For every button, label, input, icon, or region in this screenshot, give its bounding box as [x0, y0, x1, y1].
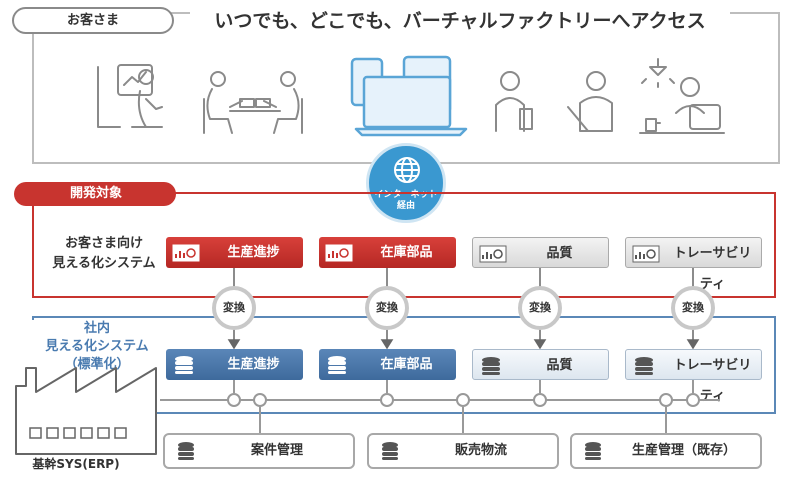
development-tag: 開発対象: [14, 182, 176, 206]
conversion-badge: 変換: [212, 286, 256, 330]
database-icon: [585, 442, 601, 460]
core-system-production-management[interactable]: 生産管理（既存）: [570, 433, 762, 469]
module-label: 在庫部品: [380, 357, 433, 372]
headline: いつでも、どこでも、バーチャルファクトリーへアクセス: [190, 8, 730, 34]
dev-module-production-progress[interactable]: 生産進捗: [166, 237, 303, 268]
dev-module-traceability[interactable]: トレーサビリティ: [625, 237, 762, 292]
bus-node: [456, 393, 470, 407]
core-system-label: 案件管理: [250, 443, 303, 458]
person-with-tablet-icon: [495, 71, 533, 132]
bus-node: [686, 393, 700, 407]
devices-icon: [350, 55, 468, 137]
factory-icon: [15, 367, 157, 455]
customer-label: お客さま: [12, 7, 174, 34]
person-at-home-icon: [639, 58, 725, 134]
internet-label: インターネット 経由: [374, 190, 438, 211]
internal-module-production-progress[interactable]: 生産進捗: [166, 349, 303, 380]
module-label: トレーサビリティ: [673, 246, 752, 292]
database-icon: [328, 356, 346, 374]
module-label: 品質: [546, 246, 573, 261]
globe-icon: [394, 157, 420, 183]
conversion-badge: 変換: [671, 286, 715, 330]
database-icon: [175, 356, 193, 374]
dashboard-icon: [479, 245, 507, 263]
bus-node: [253, 393, 267, 407]
customer-visualization-label: お客さま向け 見える化システム: [52, 236, 156, 271]
core-system-sales-logistics[interactable]: 販売物流: [367, 433, 559, 469]
database-icon: [382, 442, 398, 460]
database-icon: [178, 442, 194, 460]
database-icon: [482, 357, 500, 375]
core-system-label: 生産管理（既存）: [631, 443, 736, 458]
database-icon: [635, 357, 653, 375]
dev-module-quality[interactable]: 品質: [472, 237, 609, 268]
conversion-badge: 変換: [518, 286, 562, 330]
person-with-laptop-icon: [567, 71, 613, 132]
person-on-train-icon: [97, 64, 163, 128]
conversion-badge: 変換: [365, 286, 409, 330]
core-system-label: 販売物流: [454, 443, 507, 458]
dashboard-icon: [325, 244, 353, 262]
core-system-project-management[interactable]: 案件管理: [163, 433, 355, 469]
internet-bubble: インターネット 経由: [366, 143, 446, 223]
module-label: 生産進捗: [227, 245, 280, 260]
bus-node: [227, 393, 241, 407]
data-bus: [160, 380, 720, 433]
dev-module-inventory-parts[interactable]: 在庫部品: [319, 237, 456, 268]
internal-module-quality[interactable]: 品質: [472, 349, 609, 380]
dashboard-icon: [172, 244, 200, 262]
module-label: 在庫部品: [380, 245, 433, 260]
dashboard-icon: [632, 245, 660, 263]
customer-illustrations: [97, 55, 725, 137]
internal-module-inventory-parts[interactable]: 在庫部品: [319, 349, 456, 380]
module-label: 品質: [546, 358, 573, 373]
internal-system-label: 社内 見える化システム （標準化）: [28, 320, 166, 374]
bus-node: [380, 393, 394, 407]
bus-node: [533, 393, 547, 407]
erp-label: 基幹SYS(ERP): [32, 457, 120, 471]
bus-node: [659, 393, 673, 407]
internal-module-traceability[interactable]: トレーサビリティ: [625, 349, 762, 404]
module-label: 生産進捗: [227, 357, 280, 372]
meeting-people-icon: [203, 71, 303, 134]
